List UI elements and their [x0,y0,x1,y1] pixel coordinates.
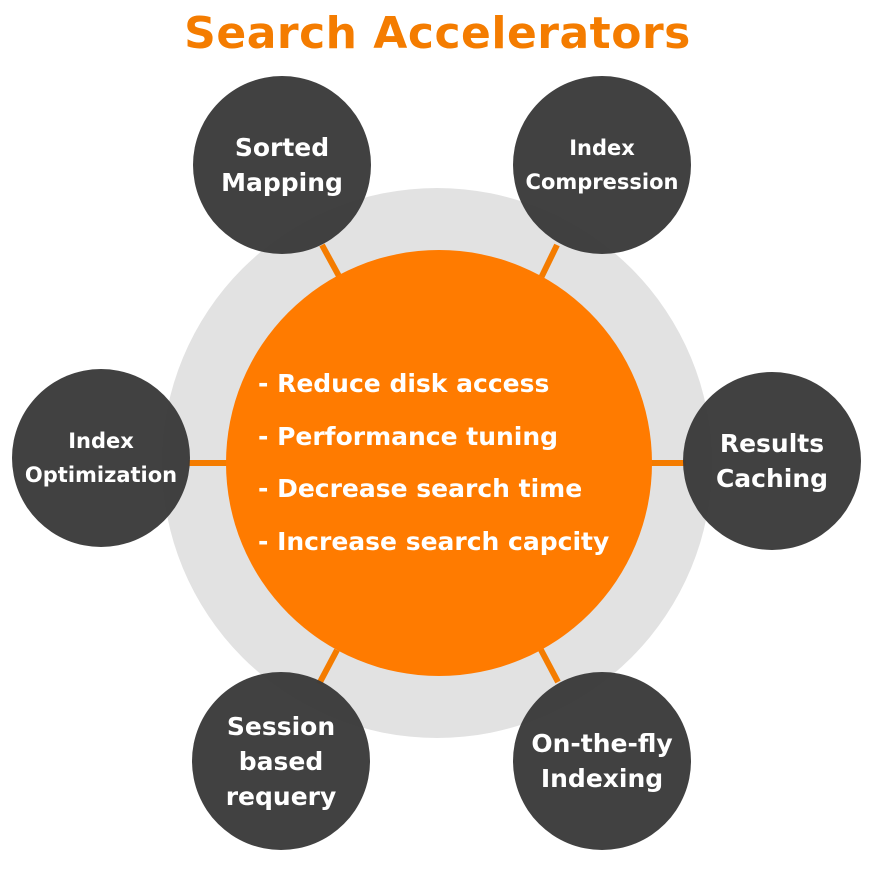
node-index-optimization: Index Optimization [16,373,186,543]
connector-index-compression [537,243,560,282]
connector-on-the-fly-indexing [537,646,561,684]
node-label-on-the-fly-indexing: On-the-fly Indexing [531,729,673,793]
center-hub [226,250,652,676]
node-circle-results-caching [683,372,861,550]
center-item: - Reduce disk access [258,369,550,398]
node-circle-sorted-mapping [193,76,371,254]
connector-sorted-mapping [319,243,343,280]
node-sorted-mapping: Sorted Mapping [197,80,367,250]
node-label-session-based-requery: Session based requery [225,711,337,811]
node-circle-session-based-requery [192,672,370,850]
node-label-results-caching: Results Caching [715,429,829,493]
node-circle-on-the-fly-indexing [513,672,691,850]
center-item: - Increase search capcity [258,526,610,556]
node-label-index-optimization: Index Optimization [24,429,178,487]
node-session-based-requery: Session based requery [196,676,366,846]
node-label-sorted-mapping: Sorted Mapping [221,133,343,197]
center-item: - Performance tuning [258,421,559,451]
connector-session-based-requery [316,648,340,686]
node-on-the-fly-indexing: On-the-fly Indexing [517,676,687,846]
center-item: - Decrease search time [258,474,583,503]
diagram-title: Search Accelerators [184,8,691,59]
node-label-index-compression: Index Compression [525,136,679,194]
node-index-compression: Index Compression [517,80,687,250]
node-results-caching: Results Caching [687,376,857,546]
node-circle-index-optimization [12,369,190,547]
center-list: - Reduce disk access - Performance tunin… [258,358,658,568]
node-circle-index-compression [513,76,691,254]
